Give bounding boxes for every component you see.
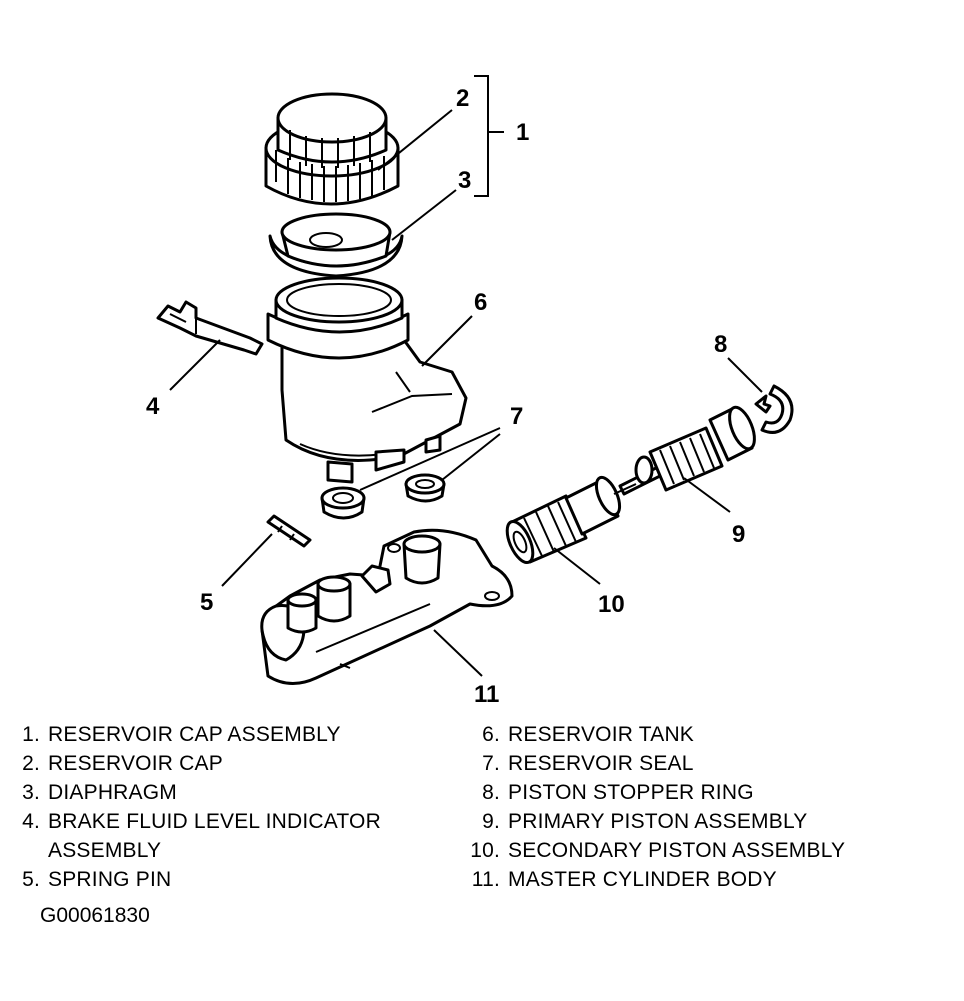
callout-7: 7 [510,403,523,430]
callout-9: 9 [732,521,745,548]
legend-item: 1.RESERVOIR CAP ASSEMBLY [22,723,341,746]
part-primary-piston [618,405,756,496]
legend-item: 10.SECONDARY PISTON ASSEMBLY [470,839,846,862]
callout-bracket-1 [474,75,504,197]
callout-1: 1 [516,119,529,146]
legend-item: 7.RESERVOIR SEAL [482,752,694,775]
callout-4: 4 [146,393,160,420]
legend-item: 8.PISTON STOPPER RING [482,781,754,804]
part-secondary-piston [505,475,637,565]
leader-lines [169,109,763,677]
callout-11: 11 [474,681,499,708]
figure-code: G00061830 [40,904,150,927]
legend-item: ASSEMBLY [48,839,162,862]
legend-item: 5.SPRING PIN [22,868,172,891]
part-reservoir-tank [266,276,468,484]
legend-item: 2.RESERVOIR CAP [22,752,223,775]
part-level-indicator [156,300,264,356]
part-spring-pin [266,514,312,548]
callout-10: 10 [598,591,625,618]
part-stopper-ring [754,384,794,434]
legend-item: 11.MASTER CYLINDER BODY [471,868,777,891]
part-cylinder-body [260,528,514,685]
legend-item: 9.PRIMARY PISTON ASSEMBLY [482,810,808,833]
legend-item: 4.BRAKE FLUID LEVEL INDICATOR [22,810,381,833]
part-diaphragm [268,212,404,278]
legend-right: 6.RESERVOIR TANK 7.RESERVOIR SEAL 8.PIST… [466,720,845,894]
part-reservoir-seals [320,473,446,520]
callout-8: 8 [714,331,727,358]
legend-item: 3.DIAPHRAGM [22,781,177,804]
callout-6: 6 [474,289,487,316]
callout-2: 2 [456,85,469,112]
legend-left: 1.RESERVOIR CAP ASSEMBLY 2.RESERVOIR CAP… [14,720,381,894]
callout-5: 5 [200,589,213,616]
callout-3: 3 [458,167,471,194]
part-reservoir-cap [264,92,400,206]
legend-item: 6.RESERVOIR TANK [482,723,695,746]
